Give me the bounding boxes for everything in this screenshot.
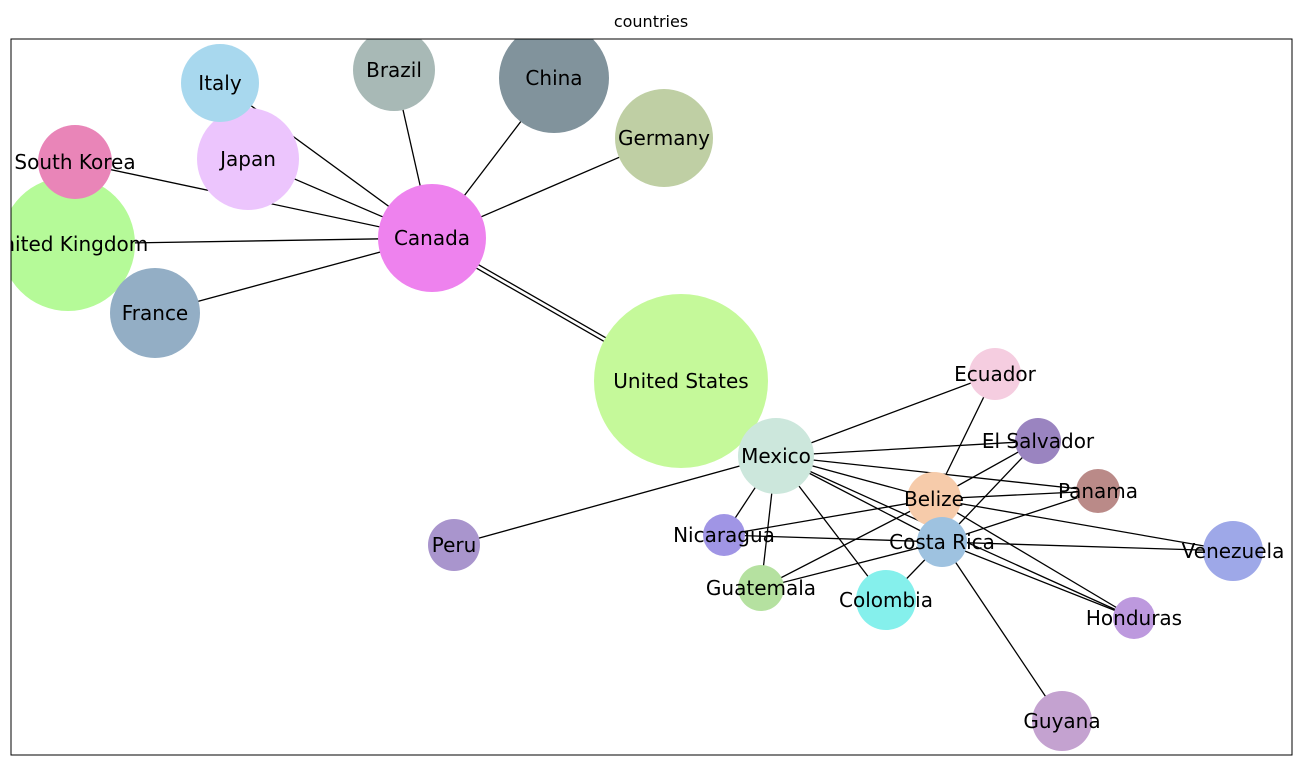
node-germany [615,89,713,187]
node-circle-mexico [738,418,814,494]
node-circle-ecuador [969,348,1021,400]
node-circle-guyana [1032,691,1092,751]
node-france [110,268,200,358]
node-circle-peru [428,519,480,571]
node-circle-panama [1076,469,1120,513]
node-label-venezuela: Venezuela [1182,539,1285,563]
node-belize [907,472,961,526]
plot-frame [10,38,1293,756]
node-circle-germany [615,89,713,187]
node-peru [428,519,480,571]
edge-mexico-peru [453,455,777,546]
node-united_kingdom [11,177,135,311]
node-el_salvador [1015,418,1061,464]
node-label-japan: Japan [218,147,276,171]
node-label-nicaragua: Nicaragua [673,523,775,547]
node-circle-guatemala [738,565,784,611]
node-venezuela [1203,521,1263,581]
edge-mexico-ecuador [775,373,996,457]
node-circle-el_salvador [1015,418,1061,464]
node-label-costa_rica: Costa Rica [889,530,995,554]
node-south_korea [38,125,112,199]
node-ecuador [969,348,1021,400]
node-japan [197,108,299,210]
node-label-mexico: Mexico [741,444,811,468]
node-label-guatemala: Guatemala [706,576,816,600]
node-circle-italy [181,44,259,122]
edge-belize-honduras [933,498,1135,619]
node-nicaragua [703,514,745,556]
node-label-el_salvador: El Salvador [982,429,1095,453]
node-circle-nicaragua [703,514,745,556]
edge-costa_rica-venezuela [941,541,1234,552]
node-label-colombia: Colombia [839,588,933,612]
edge-costa_rica-honduras [941,541,1135,619]
node-label-south_korea: South Korea [14,150,135,174]
node-circle-canada [378,184,486,292]
node-china [499,39,609,133]
node-label-italy: Italy [198,71,242,95]
node-guatemala [738,565,784,611]
node-mexico [738,418,814,494]
node-label-guyana: Guyana [1023,709,1100,733]
edge-belize-nicaragua [723,498,935,536]
node-canada [378,184,486,292]
node-circle-china [499,39,609,133]
node-label-germany: Germany [618,126,710,150]
node-circle-south_korea [38,125,112,199]
node-colombia [856,570,916,630]
edge-costa_rica-guyana [941,541,1063,722]
node-label-france: France [122,301,189,325]
node-circle-honduras [1113,597,1155,639]
edge-mexico-el_salvador [775,440,1039,457]
node-united_states [594,294,768,468]
node-label-honduras: Honduras [1086,606,1182,630]
chart-title: countries [613,12,689,31]
node-circle-costa_rica [917,517,967,567]
node-circle-france [110,268,200,358]
node-italy [181,44,259,122]
node-brazil [353,39,435,111]
node-label-panama: Panama [1058,479,1138,503]
node-circle-united_states [594,294,768,468]
node-costa_rica [917,517,967,567]
edge-belize-venezuela [933,498,1234,552]
node-circle-venezuela [1203,521,1263,581]
node-label-china: China [525,66,582,90]
node-circle-brazil [353,39,435,111]
node-label-brazil: Brazil [366,58,422,82]
node-label-belize: Belize [904,487,964,511]
node-label-peru: Peru [432,533,477,557]
node-panama [1076,469,1120,513]
node-guyana [1032,691,1092,751]
node-label-canada: Canada [394,226,470,250]
node-label-ecuador: Ecuador [954,362,1036,386]
node-circle-united_kingdom [11,177,135,311]
edge-belize-guatemala [760,498,935,589]
node-honduras [1113,597,1155,639]
edge-costa_rica-nicaragua [723,534,943,543]
node-label-united_states: United States [613,369,748,393]
edge-costa_rica-panama [941,490,1099,543]
node-circle-belize [907,472,961,526]
edge-belize-panama [933,490,1099,500]
node-label-united_kingdom: United Kingdom [0,232,148,256]
edge-costa_rica-guatemala [760,541,943,589]
node-circle-japan [197,108,299,210]
node-circle-colombia [856,570,916,630]
